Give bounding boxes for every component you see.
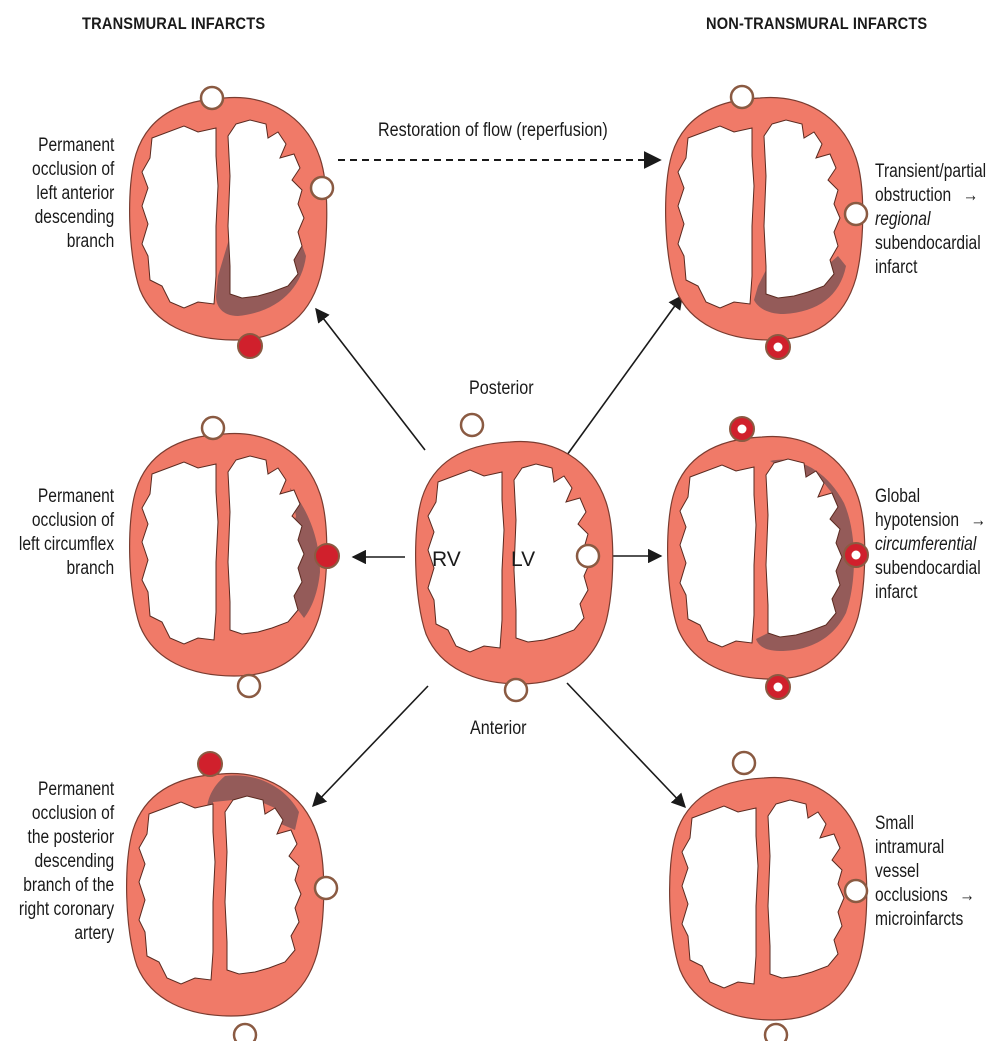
- coronary-vessel-bottom-lumen: [774, 683, 783, 692]
- rv-cavity: [682, 806, 758, 988]
- coronary-vessel-right: [315, 544, 339, 568]
- arrow-to-lad: [316, 309, 425, 450]
- coronary-vessel-bottom: [238, 334, 262, 358]
- coronary-vessel-right-lumen: [852, 551, 861, 560]
- coronary-vessel-bottom: [505, 679, 527, 701]
- coronary-vessel-right: [311, 177, 333, 199]
- coronary-vessel-top: [198, 752, 222, 776]
- rv-cavity: [142, 126, 218, 308]
- heart-regional-subendocardial: [666, 98, 863, 340]
- heart-posterior-descending-occlusion: [127, 774, 324, 1016]
- rv-label: RV: [432, 548, 461, 571]
- coronary-vessel-right: [577, 545, 599, 567]
- heart-microinfarcts: [670, 778, 867, 1020]
- arrow-to-microinfarcts: [567, 683, 685, 807]
- coronary-vessel-bottom-lumen: [774, 343, 783, 352]
- coronary-vessel-bottom: [234, 1024, 256, 1041]
- rv-cavity: [678, 126, 754, 308]
- coronary-vessel-top: [201, 87, 223, 109]
- heart-circumferential-subendocardial: [668, 437, 865, 679]
- coronary-vessel-top: [733, 752, 755, 774]
- coronary-vessel-bottom: [765, 1024, 787, 1041]
- arrow-to-posterior-descending: [313, 686, 428, 806]
- coronary-vessel-right: [845, 203, 867, 225]
- coronary-vessel-top: [731, 86, 753, 108]
- rv-cavity: [680, 465, 756, 647]
- coronary-vessel-top: [202, 417, 224, 439]
- coronary-vessel-bottom: [238, 675, 260, 697]
- rv-cavity: [142, 462, 218, 644]
- coronary-vessel-right: [315, 877, 337, 899]
- heart-lad-occlusion: [130, 98, 327, 340]
- rv-cavity: [139, 802, 215, 984]
- lv-label: LV: [511, 548, 535, 571]
- arrow-to-regional: [567, 296, 682, 455]
- coronary-vessel-right: [845, 880, 867, 902]
- coronary-vessel-top-lumen: [738, 425, 747, 434]
- heart-circumflex-occlusion: [130, 434, 327, 676]
- coronary-vessel-top: [461, 414, 483, 436]
